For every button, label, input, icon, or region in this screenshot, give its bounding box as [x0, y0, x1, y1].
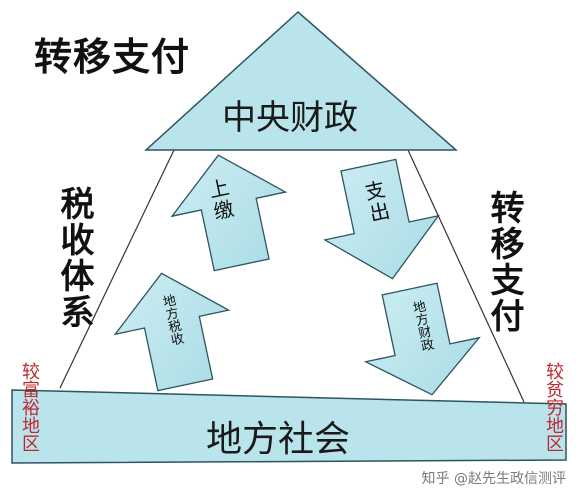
left-link-line — [59, 149, 175, 389]
right-link-line — [407, 149, 525, 403]
watermark-text: 知乎 @赵先生政信测评 — [421, 471, 566, 487]
central-triangle — [144, 10, 458, 151]
poorer-regions-label: 较贫穷地区 — [543, 362, 564, 452]
local-society-label: 地方社会 — [206, 419, 351, 460]
up-arrow-top — [170, 154, 288, 272]
transfer-payment-side-label: 转移支付 — [484, 190, 524, 334]
richer-regions-label: 较富裕地区 — [19, 362, 40, 452]
local-society-band — [11, 389, 567, 464]
diagram-title: 转移支付 — [34, 35, 191, 79]
up-arrow-bottom — [113, 272, 231, 392]
down-arrow-bottom — [363, 282, 481, 396]
central-finance-label: 中央财政 — [222, 98, 358, 138]
down-arrow-top — [323, 158, 440, 280]
tax-system-label: 税收体系 — [54, 186, 94, 330]
